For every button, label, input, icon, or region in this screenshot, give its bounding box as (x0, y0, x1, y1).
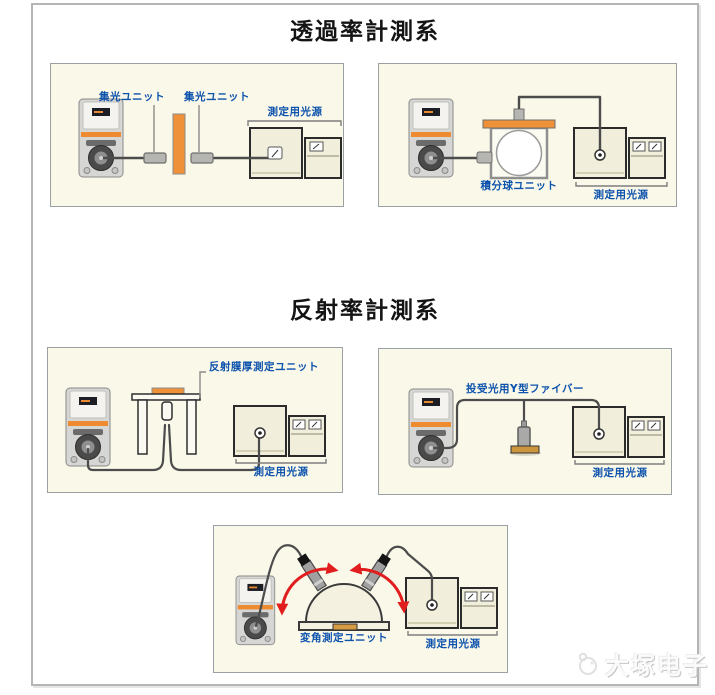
fiber-cable-right (385, 545, 434, 602)
panel-lens-transmittance: 集光ユニット 集光ユニット 測定用光源 (50, 63, 344, 207)
rotation-arrow-right (349, 562, 410, 614)
fiber-cable-left (86, 423, 167, 472)
source-bracket (247, 120, 342, 126)
measurement-probe (161, 401, 173, 421)
fiber-cable-left (254, 544, 303, 628)
stage-leg-right (186, 399, 197, 455)
lamp-port-needle (271, 149, 279, 158)
sample-film (151, 387, 185, 395)
label-lens-unit-2: 集光ユニット (184, 91, 250, 103)
source-bracket (407, 631, 498, 636)
spectrometer-icon (235, 575, 276, 646)
rotation-arrow-left (276, 562, 339, 616)
section-title-transmittance: 透過率計測系 (290, 19, 440, 45)
light-source-sub-box (304, 137, 342, 179)
fiber-cable-top (517, 95, 602, 150)
label-pointer-line (199, 371, 206, 398)
label-light-source: 測定用光源 (253, 466, 309, 478)
watermark: 大塚电子 (576, 646, 709, 681)
sample-plate (332, 623, 358, 631)
source-bracket (575, 182, 668, 187)
y-fiber-cable (433, 398, 601, 450)
spectrometer-icon (408, 388, 454, 468)
label-light-source: 測定用光源 (267, 106, 323, 118)
label-gonio-unit: 変角測定ユニット (300, 632, 388, 644)
section-title-reflectance: 反射率計測系 (290, 298, 440, 324)
sample-plate (510, 445, 540, 454)
lens-unit-connector-2 (190, 152, 214, 164)
lamp-port (594, 149, 606, 161)
sphere-top-connector (513, 108, 525, 121)
label-film-unit: 反射膜厚測定ユニット (209, 361, 319, 373)
label-light-source: 測定用光源 (592, 467, 648, 479)
source-bracket (574, 460, 665, 465)
light-source-sub-box (627, 416, 665, 458)
stage-top (131, 393, 201, 401)
panel-goniometer: 変角測定ユニット 測定用光源 (213, 525, 508, 673)
sample-plate (482, 119, 556, 129)
light-source-sub-box (460, 587, 498, 629)
label-light-source: 測定用光源 (425, 638, 481, 650)
spectrometer-icon (78, 98, 124, 178)
panel-y-fiber: 投受光用Y型ファイバー 測定用光源 (378, 348, 672, 495)
label-pointer-lines (153, 105, 200, 152)
panel-film-thickness: 反射膜厚測定ユニット 測定用光源 (47, 347, 343, 493)
lamp-port (254, 427, 266, 439)
sample-bar (172, 113, 186, 175)
sphere-input-connector (476, 151, 493, 164)
integrating-sphere (495, 129, 543, 177)
lamp-port (426, 599, 438, 611)
fiber-cable-right (167, 423, 261, 472)
spectrometer-icon (408, 98, 454, 178)
panel-integrating-sphere: 積分球ユニット 測定用光源 (378, 63, 677, 207)
label-light-source: 測定用光源 (593, 189, 649, 201)
source-bracket (235, 459, 327, 464)
lens-unit-connector-1 (143, 152, 167, 164)
otsuka-logo-icon (578, 652, 597, 675)
label-y-fiber: 投受光用Y型ファイバー (466, 383, 584, 395)
stage-leg-left (137, 399, 148, 455)
watermark-brand: 大塚电子 (605, 652, 709, 680)
fiber-probe (517, 426, 531, 448)
light-source-sub-box (288, 415, 326, 457)
label-lens-unit-1: 集光ユニット (99, 91, 165, 103)
lamp-port (593, 428, 605, 440)
light-source-sub-box (628, 137, 666, 179)
label-sphere-unit: 積分球ユニット (480, 180, 558, 192)
